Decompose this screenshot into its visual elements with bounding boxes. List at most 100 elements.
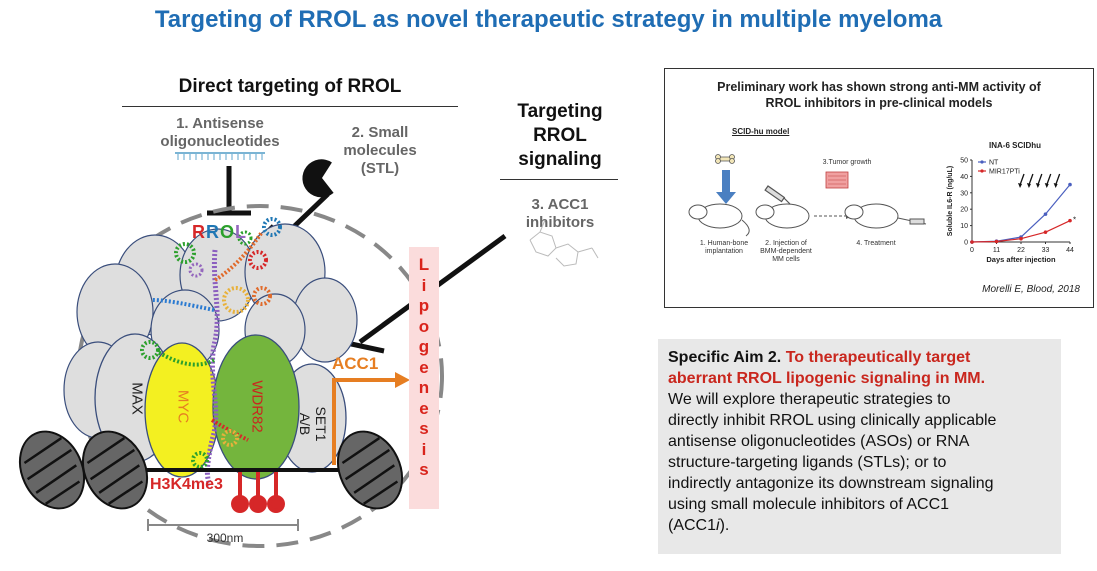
set1-label-line2: A/B bbox=[297, 412, 313, 436]
lipogenesis-letter: p bbox=[418, 296, 430, 315]
lipogenesis-letter: g bbox=[418, 337, 430, 356]
aim-last-italic: i bbox=[716, 517, 720, 534]
lipogenesis-letter: i bbox=[421, 439, 427, 459]
treatment-arrow bbox=[1055, 173, 1061, 186]
aim-heading-line1: Specific Aim 2. To therapeutically targe… bbox=[668, 347, 1058, 368]
preliminary-work-panel bbox=[664, 68, 1094, 308]
h3k4me3-label: H3K4me3 bbox=[150, 476, 223, 493]
scale-bar bbox=[147, 519, 299, 531]
chart-x-tick-label: 44 bbox=[1066, 247, 1074, 254]
citation: Morelli E, Blood, 2018 bbox=[982, 284, 1080, 295]
sm-label-line2: molecules bbox=[343, 142, 417, 159]
set1-label: SET1 A/B bbox=[297, 399, 329, 449]
aim-body-line: structure-targeting ligands (STLs); or t… bbox=[668, 454, 947, 471]
aso-inhibition-line bbox=[207, 166, 251, 216]
chart-y-tick-label: 0 bbox=[964, 240, 968, 247]
aim-body-line: indirectly antagonize its downstream sig… bbox=[668, 475, 994, 492]
sm-label-line3: (STL) bbox=[360, 160, 400, 177]
aim-body-line: using small molecule inhibitors of ACC1 bbox=[668, 496, 950, 513]
scale-label: 300nm bbox=[206, 531, 244, 545]
bone-icon bbox=[715, 154, 735, 164]
step3-label: 3.Tumor growth bbox=[822, 159, 872, 166]
mouse-2-icon bbox=[755, 203, 810, 229]
chart-legend-marker bbox=[980, 160, 984, 164]
treatment-arrow bbox=[1037, 173, 1043, 186]
rrol-letter: R bbox=[192, 222, 206, 242]
syringe-icon bbox=[764, 185, 791, 205]
chart-x-tick-label: 11 bbox=[993, 247, 1000, 254]
aim-last-open: (ACC1 bbox=[668, 517, 717, 534]
step2-label: 2. Injection of BMM-dependent MM cells bbox=[756, 240, 816, 264]
chart-point bbox=[1043, 230, 1048, 234]
treatment-arrow-head bbox=[1018, 183, 1022, 188]
lipogenesis-letter: s bbox=[419, 460, 429, 479]
nucleosome-left-inner bbox=[81, 430, 149, 510]
h3k4me3-marks bbox=[231, 472, 285, 513]
lipogenesis-letter: e bbox=[419, 357, 429, 377]
page-title: Targeting of RROL as novel therapeutic s… bbox=[154, 6, 943, 33]
aso-label: 1. Antisense oligonucleotides bbox=[150, 115, 290, 151]
chart-point bbox=[994, 239, 999, 244]
signaling-rule bbox=[500, 179, 618, 180]
panel-title-line1: Preliminary work has shown strong anti-M… bbox=[717, 80, 1041, 94]
chart-point bbox=[1068, 182, 1072, 187]
chart-y-tick-label: 30 bbox=[960, 190, 968, 197]
chart-y-tick-label: 20 bbox=[960, 207, 968, 214]
direct-targeting-heading: Direct targeting of RROL bbox=[178, 76, 402, 97]
chart-y-label: Soluble IL6-R (ng/uL) bbox=[947, 166, 954, 236]
lipogenesis-letter: i bbox=[421, 275, 427, 295]
specific-aim-box bbox=[658, 339, 1061, 554]
direct-targeting-rule bbox=[122, 106, 458, 107]
step4-label: 4. Treatment bbox=[856, 240, 896, 247]
acc1-inhibitor-structure-icon bbox=[529, 219, 599, 267]
treatment-arrow-head bbox=[1053, 183, 1058, 188]
acc1-inhibitors-label: 3. ACC1 inhibitors bbox=[510, 196, 610, 232]
lipogenesis-letter: s bbox=[419, 419, 429, 438]
treatment-arrow bbox=[1019, 173, 1025, 186]
aso-label-line2: oligonucleotides bbox=[160, 133, 280, 150]
chart-point bbox=[1068, 218, 1072, 223]
treatment-arrow bbox=[1028, 173, 1034, 186]
step2-line1: 2. Injection of bbox=[765, 240, 807, 247]
aso-label-line1: 1. Antisense bbox=[176, 115, 264, 132]
rrol-letter: R bbox=[206, 222, 220, 242]
step1-line2: implantation bbox=[705, 248, 743, 255]
lipogenesis-box: L i p o g e n e s i s bbox=[409, 247, 439, 509]
lipogenesis-letter: L bbox=[418, 255, 430, 274]
sm-label-line1: 2. Small bbox=[351, 124, 409, 141]
implant-arrow bbox=[716, 170, 736, 204]
chart-point bbox=[1043, 212, 1048, 216]
acc-label-line1: 3. ACC1 bbox=[531, 196, 589, 213]
aim-label: Specific Aim 2. bbox=[668, 349, 782, 366]
chart-y-tick-label: 50 bbox=[960, 158, 968, 165]
aim-last-close: ). bbox=[719, 517, 730, 534]
max-label: MAX bbox=[128, 382, 146, 415]
acc-label-line2: inhibitors bbox=[525, 214, 595, 231]
small-molecule-icon bbox=[302, 159, 334, 198]
chart-legend-label: NT bbox=[989, 160, 999, 167]
chart-title: INA-6 SCIDhu bbox=[989, 141, 1041, 150]
chart-y-tick-label: 40 bbox=[960, 174, 968, 181]
treatment-arrow-head bbox=[1044, 183, 1049, 188]
lipogenesis-label: L i p o g e n e s i s bbox=[409, 247, 439, 481]
chart-series-line bbox=[971, 184, 1071, 243]
rrol-rna-structure bbox=[140, 217, 282, 487]
nucleosome-right bbox=[336, 430, 404, 510]
nucleosome-left-outer bbox=[18, 430, 86, 510]
wdr82-label: WDR82 bbox=[248, 380, 266, 433]
aso-oligo-icon bbox=[175, 152, 265, 160]
lipogenesis-letter: n bbox=[418, 378, 430, 397]
signaling-heading-line3: signaling bbox=[518, 149, 602, 170]
aim-body-line: directly inhibit RROL using clinically a… bbox=[668, 412, 997, 429]
aim-body-line: We will explore therapeutic strategies t… bbox=[668, 391, 951, 408]
set1-label-line1: SET1 bbox=[313, 406, 329, 442]
acc1-label: ACC1 bbox=[332, 354, 379, 373]
signaling-heading-line2: RROL bbox=[533, 125, 587, 146]
rrol-diagram bbox=[18, 152, 599, 548]
step2-line3: MM cells bbox=[772, 256, 800, 263]
mouse-3-icon bbox=[844, 203, 927, 229]
chart-legend-label: MIR17PTi bbox=[989, 169, 1020, 176]
step2-line2: BMM-dependent bbox=[760, 248, 812, 255]
myc-label: MYC bbox=[174, 389, 192, 424]
